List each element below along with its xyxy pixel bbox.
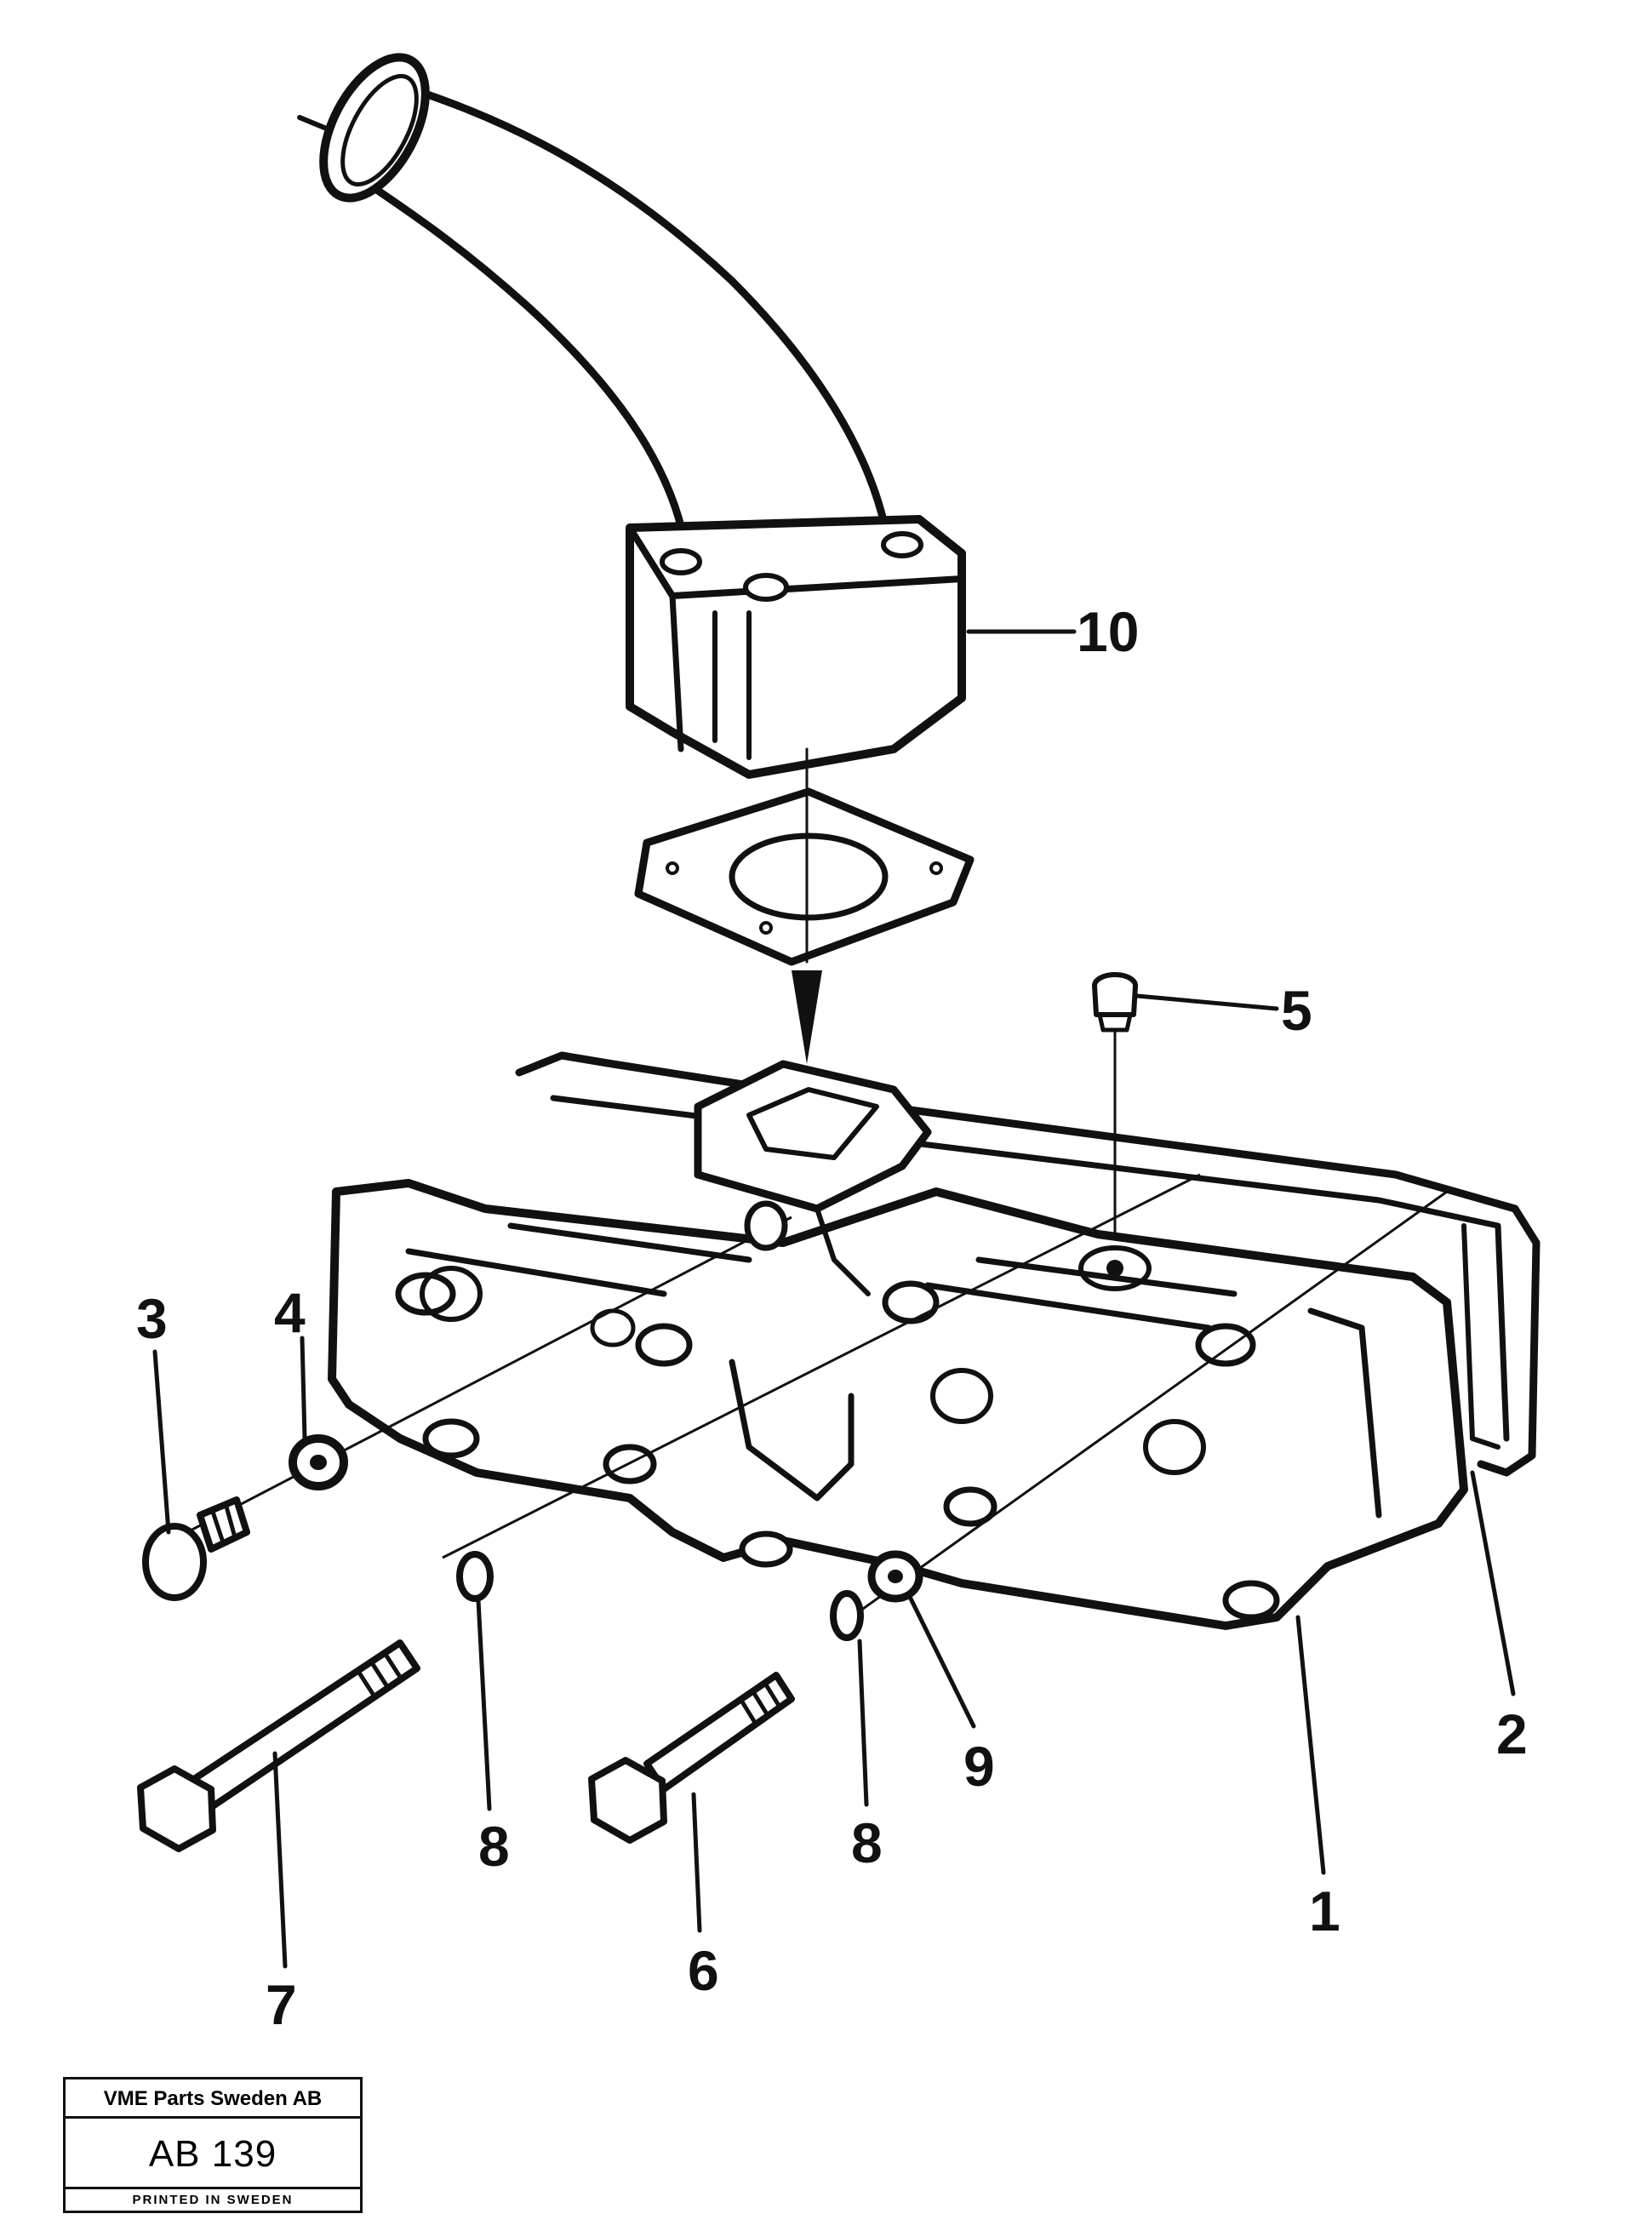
- lock-washer-part-8-right: [830, 1590, 864, 1641]
- title-block: VME Parts Sweden AB AB 139 PRINTED IN SW…: [63, 2077, 363, 2213]
- drawing-code: AB 139: [148, 2133, 277, 2175]
- callout-3: 3: [136, 1287, 168, 1350]
- plug-screw-part-3: [142, 1496, 250, 1601]
- assembly-axes: [186, 1173, 1448, 1619]
- lock-washer-part-8-left: [456, 1551, 494, 1602]
- spacer-washer-part-9: [867, 1550, 923, 1603]
- assembly-arrow: [792, 970, 822, 1064]
- flange-gasket: [634, 787, 975, 966]
- callout-10: 10: [1077, 600, 1139, 663]
- sealing-washer-part-4: [289, 1200, 788, 1490]
- callout-7: 7: [266, 1973, 297, 2036]
- plug-part-5: [1092, 972, 1279, 1253]
- callout-2: 2: [1496, 1702, 1528, 1765]
- callout-8-right: 8: [851, 1811, 883, 1874]
- callout-labels: 10 5 4 3 7 6 8 8 9 1 2: [136, 600, 1528, 2036]
- printed-in-label: PRINTED IN SWEDEN: [66, 2187, 360, 2211]
- company-name: VME Parts Sweden AB: [66, 2079, 360, 2119]
- callout-8-left: 8: [478, 1815, 510, 1878]
- callout-4: 4: [274, 1281, 306, 1344]
- intake-elbow-pipe: [297, 53, 966, 779]
- exhaust-manifold-part-1: [328, 1060, 1468, 1630]
- short-bolt-part-6: [588, 1672, 795, 1844]
- callout-1: 1: [1309, 1879, 1340, 1942]
- leader-lines: [152, 629, 1516, 1969]
- callout-6: 6: [688, 1939, 719, 2002]
- long-bolt-part-7: [137, 1639, 420, 1852]
- callout-9: 9: [963, 1735, 995, 1798]
- callout-5: 5: [1281, 979, 1312, 1042]
